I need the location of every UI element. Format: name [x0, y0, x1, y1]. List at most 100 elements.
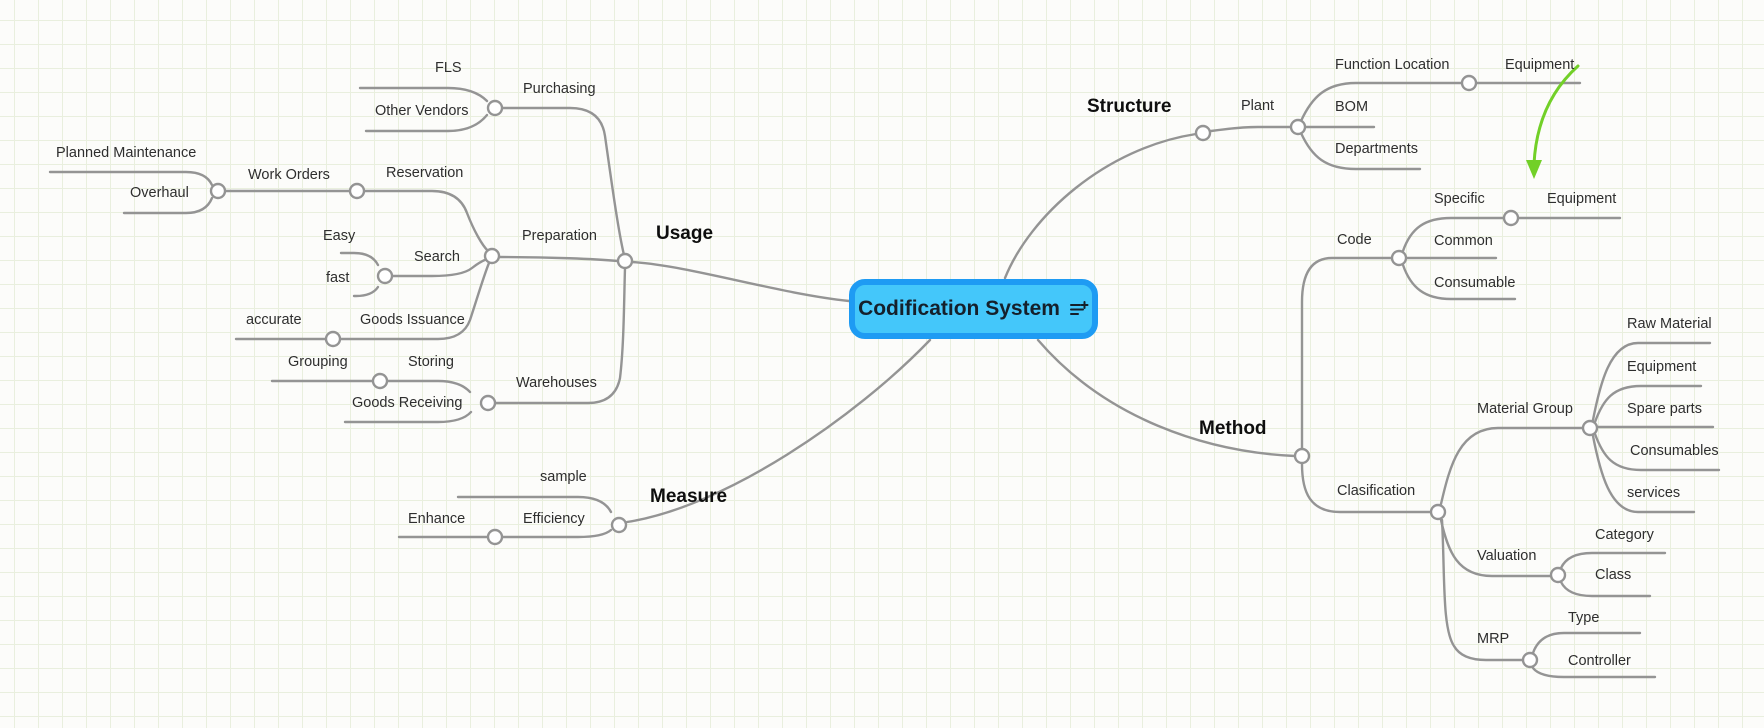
node-label-search[interactable]: Search: [414, 249, 460, 265]
handle-clasification[interactable]: [1429, 503, 1447, 521]
node-label-easy[interactable]: Easy: [323, 228, 356, 244]
node-label-grouping[interactable]: Grouping: [288, 354, 348, 370]
handle-specific[interactable]: [1502, 209, 1520, 227]
node-label-other-vendors[interactable]: Other Vendors: [375, 103, 469, 119]
add-notes-icon[interactable]: [1069, 301, 1089, 317]
node-label-overhaul[interactable]: Overhaul: [130, 185, 189, 201]
node-label-consumables[interactable]: Consumables: [1630, 443, 1719, 459]
edge-goods-issuance: [234, 261, 491, 341]
edge-fls: [358, 86, 489, 103]
edge-raw-material: [1591, 341, 1712, 422]
node-label-enhance[interactable]: Enhance: [408, 511, 466, 527]
relation-arrow-head: [1526, 160, 1542, 179]
handle-purchasing[interactable]: [486, 99, 504, 117]
node-label-departments[interactable]: Departments: [1335, 141, 1419, 157]
node-label-raw-material[interactable]: Raw Material: [1627, 316, 1712, 332]
root-node[interactable]: Codification System: [849, 279, 1098, 339]
node-label-storing[interactable]: Storing: [408, 354, 454, 370]
edge-specific: [1401, 216, 1622, 253]
branch-label-structure[interactable]: Structure: [1087, 96, 1172, 117]
edge-mg-equipment: [1593, 384, 1703, 424]
branch-label-measure[interactable]: Measure: [650, 486, 728, 507]
node-label-preparation[interactable]: Preparation: [522, 228, 597, 244]
edge-easy: [339, 251, 380, 267]
handle-preparation[interactable]: [483, 247, 501, 265]
edge-function-location: [1299, 81, 1582, 123]
node-label-spare-parts[interactable]: Spare parts: [1627, 401, 1702, 417]
edge-search: [390, 257, 489, 278]
node-label-mg-equipment[interactable]: Equipment: [1627, 359, 1697, 375]
edge-center-structure: [1003, 132, 1198, 280]
edge-fast: [352, 285, 380, 298]
node-label-material-group[interactable]: Material Group: [1477, 401, 1573, 417]
handle-structure[interactable]: [1194, 124, 1212, 142]
handle-goods-issuance[interactable]: [324, 330, 342, 348]
edge-overhaul: [122, 196, 214, 215]
handle-reservation[interactable]: [348, 182, 366, 200]
node-label-function-location[interactable]: Function Location: [1335, 57, 1450, 73]
handle-material-group[interactable]: [1581, 419, 1599, 437]
node-label-valuation[interactable]: Valuation: [1477, 548, 1537, 564]
node-label-structure-equipment[interactable]: Equipment: [1505, 57, 1575, 73]
node-label-work-orders[interactable]: Work Orders: [248, 167, 330, 183]
edge-category: [1559, 551, 1667, 570]
edge-services: [1591, 434, 1696, 514]
node-label-planned-maintenance[interactable]: Planned Maintenance: [56, 145, 197, 161]
handle-plant[interactable]: [1289, 118, 1307, 136]
edge-other-vendors: [364, 113, 489, 133]
edge-planned-maintenance: [48, 170, 214, 187]
node-label-clasification[interactable]: Clasification: [1337, 483, 1416, 499]
handle-function-location[interactable]: [1460, 74, 1478, 92]
edge-center-usage: [630, 260, 851, 303]
edge-class: [1559, 580, 1652, 598]
edge-departments: [1299, 131, 1422, 171]
node-label-reservation[interactable]: Reservation: [386, 165, 464, 181]
node-label-warehouses[interactable]: Warehouses: [516, 375, 597, 391]
node-label-accurate[interactable]: accurate: [246, 312, 302, 328]
handle-search[interactable]: [376, 267, 394, 285]
handle-efficiency[interactable]: [486, 528, 504, 546]
node-label-consumable[interactable]: Consumable: [1434, 275, 1516, 291]
edge-material-group: [1439, 426, 1585, 506]
branch-label-method[interactable]: Method: [1199, 418, 1267, 439]
node-label-purchasing[interactable]: Purchasing: [523, 81, 596, 97]
node-label-bom[interactable]: BOM: [1335, 99, 1369, 115]
handle-mrp[interactable]: [1521, 651, 1539, 669]
edge-sample: [456, 495, 613, 514]
node-label-plant[interactable]: Plant: [1241, 98, 1275, 114]
node-label-sample[interactable]: sample: [540, 469, 587, 485]
node-label-fast[interactable]: fast: [326, 270, 350, 286]
handle-storing[interactable]: [371, 372, 389, 390]
handle-method[interactable]: [1293, 447, 1311, 465]
edge-goods-receiving: [343, 410, 473, 424]
node-label-common[interactable]: Common: [1434, 233, 1493, 249]
edge-purchasing: [500, 106, 626, 257]
node-label-goods-issuance[interactable]: Goods Issuance: [360, 312, 465, 328]
node-label-category[interactable]: Category: [1595, 527, 1654, 543]
handle-code[interactable]: [1390, 249, 1408, 267]
relation-arrow: [1532, 64, 1580, 166]
node-label-type[interactable]: Type: [1568, 610, 1600, 626]
node-label-goods-receiving[interactable]: Goods Receiving: [352, 395, 463, 411]
handle-usage[interactable]: [616, 252, 634, 270]
branch-label-usage[interactable]: Usage: [656, 223, 714, 244]
node-label-class[interactable]: Class: [1595, 567, 1632, 583]
edge-preparation: [497, 255, 620, 263]
node-label-services[interactable]: services: [1627, 485, 1681, 501]
handle-warehouses[interactable]: [479, 394, 497, 412]
node-label-specific[interactable]: Specific: [1434, 191, 1485, 207]
node-label-code-equipment[interactable]: Equipment: [1547, 191, 1617, 207]
node-label-mrp[interactable]: MRP: [1477, 631, 1510, 647]
node-label-fls[interactable]: FLS: [435, 60, 462, 76]
handle-work-orders[interactable]: [209, 182, 227, 200]
node-label-controller[interactable]: Controller: [1568, 653, 1631, 669]
node-label-efficiency[interactable]: Efficiency: [523, 511, 585, 527]
edge-reservation: [362, 189, 490, 253]
edge-type: [1531, 631, 1642, 655]
node-label-code[interactable]: Code: [1337, 232, 1372, 248]
handle-valuation[interactable]: [1549, 566, 1567, 584]
edge-mrp: [1440, 518, 1525, 662]
handle-measure[interactable]: [610, 516, 628, 534]
